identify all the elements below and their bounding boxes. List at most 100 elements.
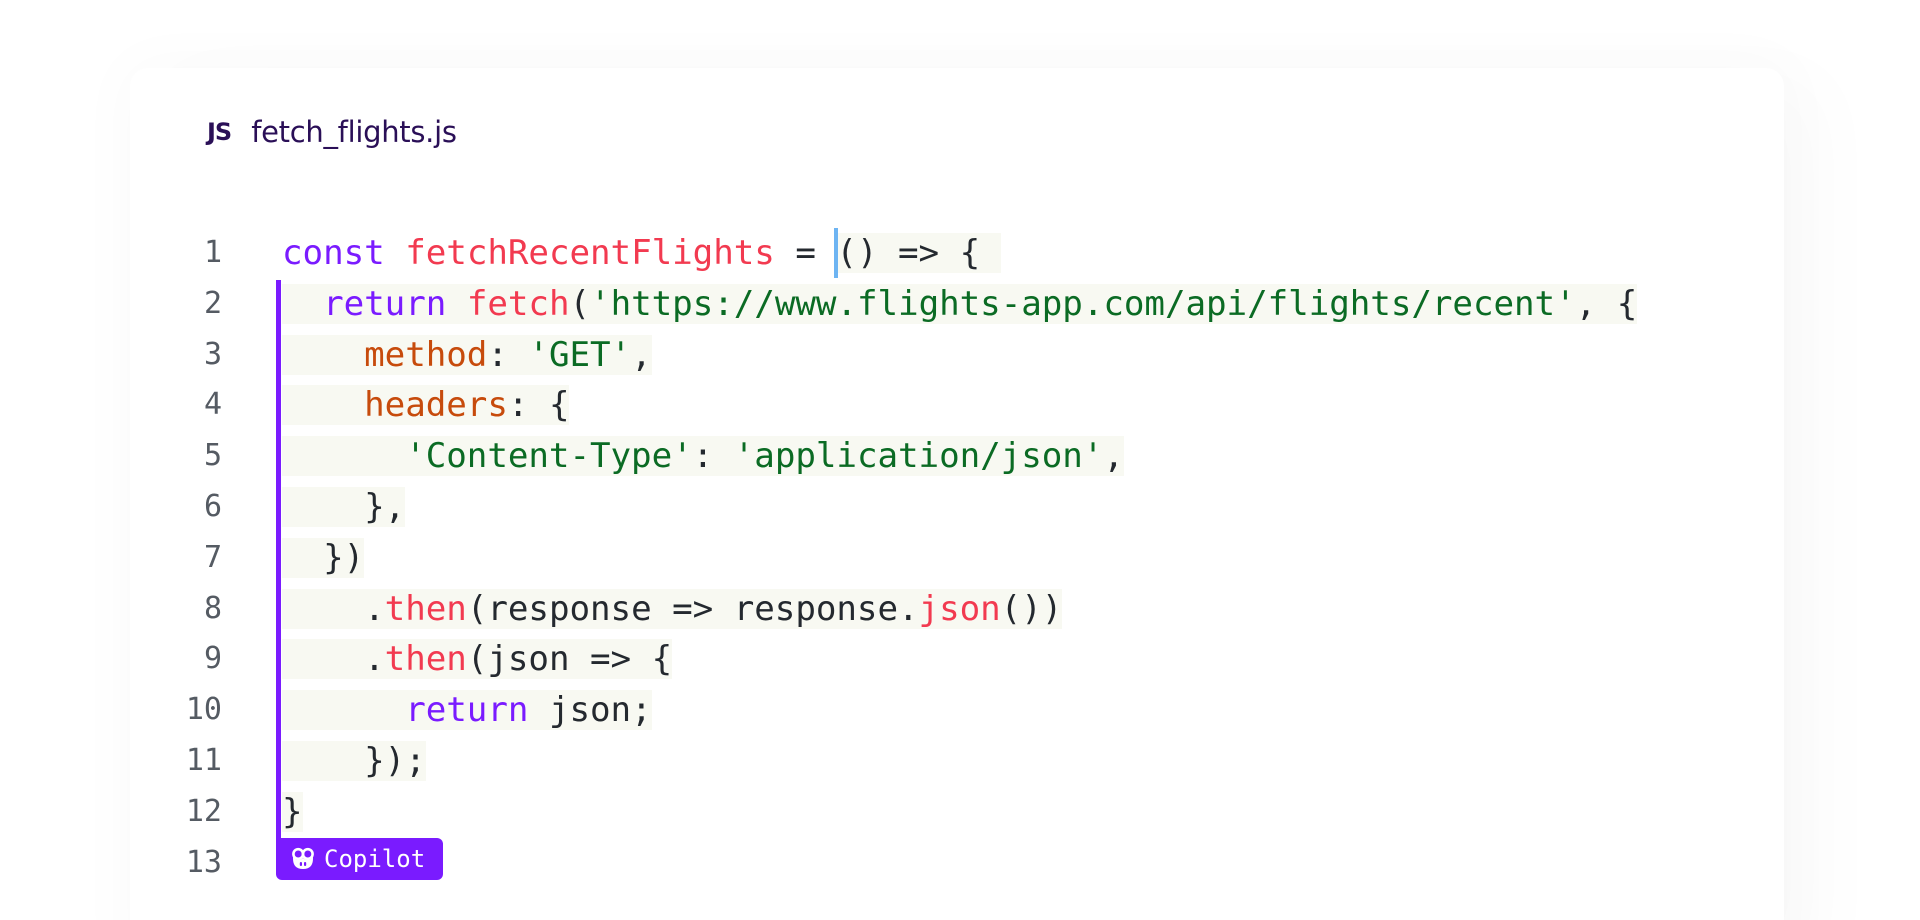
code-token: return xyxy=(323,283,447,324)
line-number: 1 xyxy=(203,235,222,270)
code-token: return xyxy=(405,690,529,731)
line-number: 7 xyxy=(203,539,222,575)
code-line[interactable]: 5 'Content-Type': 'application/json', xyxy=(0,431,1920,482)
code-text: return fetch('https://www.flights-app.co… xyxy=(282,279,1637,330)
code-token xyxy=(282,284,323,324)
code-token: = xyxy=(774,233,837,273)
code-token: ( xyxy=(569,283,591,324)
code-text: method: 'GET', xyxy=(282,330,652,381)
line-number: 2 xyxy=(203,285,222,321)
copilot-suggestion[interactable]: }, xyxy=(282,486,406,527)
copilot-suggestion[interactable]: } xyxy=(282,791,303,832)
code-token: 'GET' xyxy=(528,334,632,375)
code-token: then xyxy=(384,639,467,680)
code-token: const xyxy=(282,233,385,273)
code-token: 'application/json' xyxy=(733,436,1104,477)
line-number: 9 xyxy=(203,641,222,677)
code-token: : xyxy=(692,436,734,477)
code-text: }); xyxy=(282,736,426,787)
line-number: 11 xyxy=(185,742,222,778)
code-text: .then(response => response.json()) xyxy=(282,584,1062,635)
copilot-suggestion[interactable]: method: 'GET', xyxy=(282,334,652,375)
code-token: 'https://www.flights-app.com/api/flights… xyxy=(590,283,1576,324)
code-token: }); xyxy=(282,740,426,781)
copilot-suggestion[interactable]: headers: { xyxy=(282,385,570,426)
code-token xyxy=(282,690,405,730)
copilot-suggestion[interactable]: .then(json => { xyxy=(282,639,673,680)
code-token: ()) xyxy=(1000,588,1063,629)
copilot-icon xyxy=(292,847,314,869)
code-token xyxy=(282,436,405,476)
file-name: fetch_flights.js xyxy=(251,115,457,149)
copilot-suggestion[interactable]: return fetch('https://www.flights-app.co… xyxy=(282,283,1637,324)
copilot-suggestion[interactable]: }); xyxy=(282,740,426,781)
copilot-suggestion-bar xyxy=(276,280,281,840)
text-cursor xyxy=(834,228,839,278)
code-line[interactable]: 6 }, xyxy=(0,482,1920,533)
code-token xyxy=(446,284,467,324)
copilot-label: Copilot xyxy=(324,845,426,873)
code-token: : { xyxy=(507,385,570,426)
javascript-file-icon: JS xyxy=(207,118,232,146)
code-text: }) xyxy=(282,533,364,584)
line-number: 8 xyxy=(203,590,222,626)
code-token: . xyxy=(282,639,385,680)
code-token xyxy=(282,335,364,375)
code-token: json xyxy=(918,588,1001,629)
line-number: 6 xyxy=(203,488,222,524)
code-token: fetch xyxy=(466,283,570,324)
code-line[interactable]: 8 .then(response => response.json()) xyxy=(0,584,1920,635)
code-editor[interactable]: 1 const fetchRecentFlights = () => { 2 re… xyxy=(0,228,1920,888)
line-number: 10 xyxy=(185,692,222,728)
code-token: }, xyxy=(282,486,406,527)
code-text: headers: { xyxy=(282,380,570,431)
code-token: } xyxy=(282,791,303,832)
code-text: const fetchRecentFlights = () => { xyxy=(282,228,1001,279)
copilot-suggestion[interactable]: return json; xyxy=(282,690,652,731)
code-token xyxy=(980,233,1001,273)
code-text: } xyxy=(282,787,303,838)
line-number: 5 xyxy=(203,438,222,474)
code-line[interactable]: 3 method: 'GET', xyxy=(0,330,1920,381)
code-token: , xyxy=(631,334,652,375)
code-token: . xyxy=(282,588,385,629)
copilot-suggestion[interactable]: }) xyxy=(282,537,365,578)
code-token: }) xyxy=(282,537,365,578)
code-token: (json => { xyxy=(466,639,673,680)
line-number: 4 xyxy=(203,387,222,423)
line-number: 13 xyxy=(185,844,222,880)
code-token: fetchRecentFlights xyxy=(405,233,775,273)
code-line[interactable]: 4 headers: { xyxy=(0,380,1920,431)
copilot-badge[interactable]: Copilot xyxy=(276,838,443,880)
line-number: 12 xyxy=(185,793,222,829)
code-line[interactable]: 11 }); xyxy=(0,736,1920,787)
code-token: method xyxy=(364,334,488,375)
copilot-suggestion[interactable]: .then(response => response.json()) xyxy=(282,588,1063,629)
line-number: 3 xyxy=(203,336,222,372)
code-text: .then(json => { xyxy=(282,634,672,685)
code-line[interactable]: 12} xyxy=(0,787,1920,838)
code-text: 'Content-Type': 'application/json', xyxy=(282,431,1124,482)
code-line[interactable]: 9 .then(json => { xyxy=(0,634,1920,685)
code-token: 'Content-Type' xyxy=(405,436,693,477)
code-token: json; xyxy=(528,690,652,731)
code-text: }, xyxy=(282,482,405,533)
code-token: () => { xyxy=(836,233,981,273)
code-token xyxy=(385,233,406,273)
code-line[interactable]: 1 const fetchRecentFlights = () => { xyxy=(0,228,1920,279)
copilot-suggestion[interactable]: 'Content-Type': 'application/json', xyxy=(282,436,1124,477)
code-line[interactable]: 13 xyxy=(0,838,1920,889)
code-token: : xyxy=(487,334,529,375)
code-line[interactable]: 2 return fetch('https://www.flights-app.… xyxy=(0,279,1920,330)
code-line[interactable]: 10 return json; xyxy=(0,685,1920,736)
file-header: JS fetch_flights.js xyxy=(207,112,457,152)
code-token: headers xyxy=(364,385,508,426)
code-line[interactable]: 7 }) xyxy=(0,533,1920,584)
code-token: , xyxy=(1103,436,1124,477)
code-token: (response => response. xyxy=(466,588,919,629)
code-token: then xyxy=(384,588,467,629)
code-text: return json; xyxy=(282,685,652,736)
copilot-suggestion[interactable]: () => { xyxy=(836,233,1001,273)
code-token xyxy=(282,385,364,425)
